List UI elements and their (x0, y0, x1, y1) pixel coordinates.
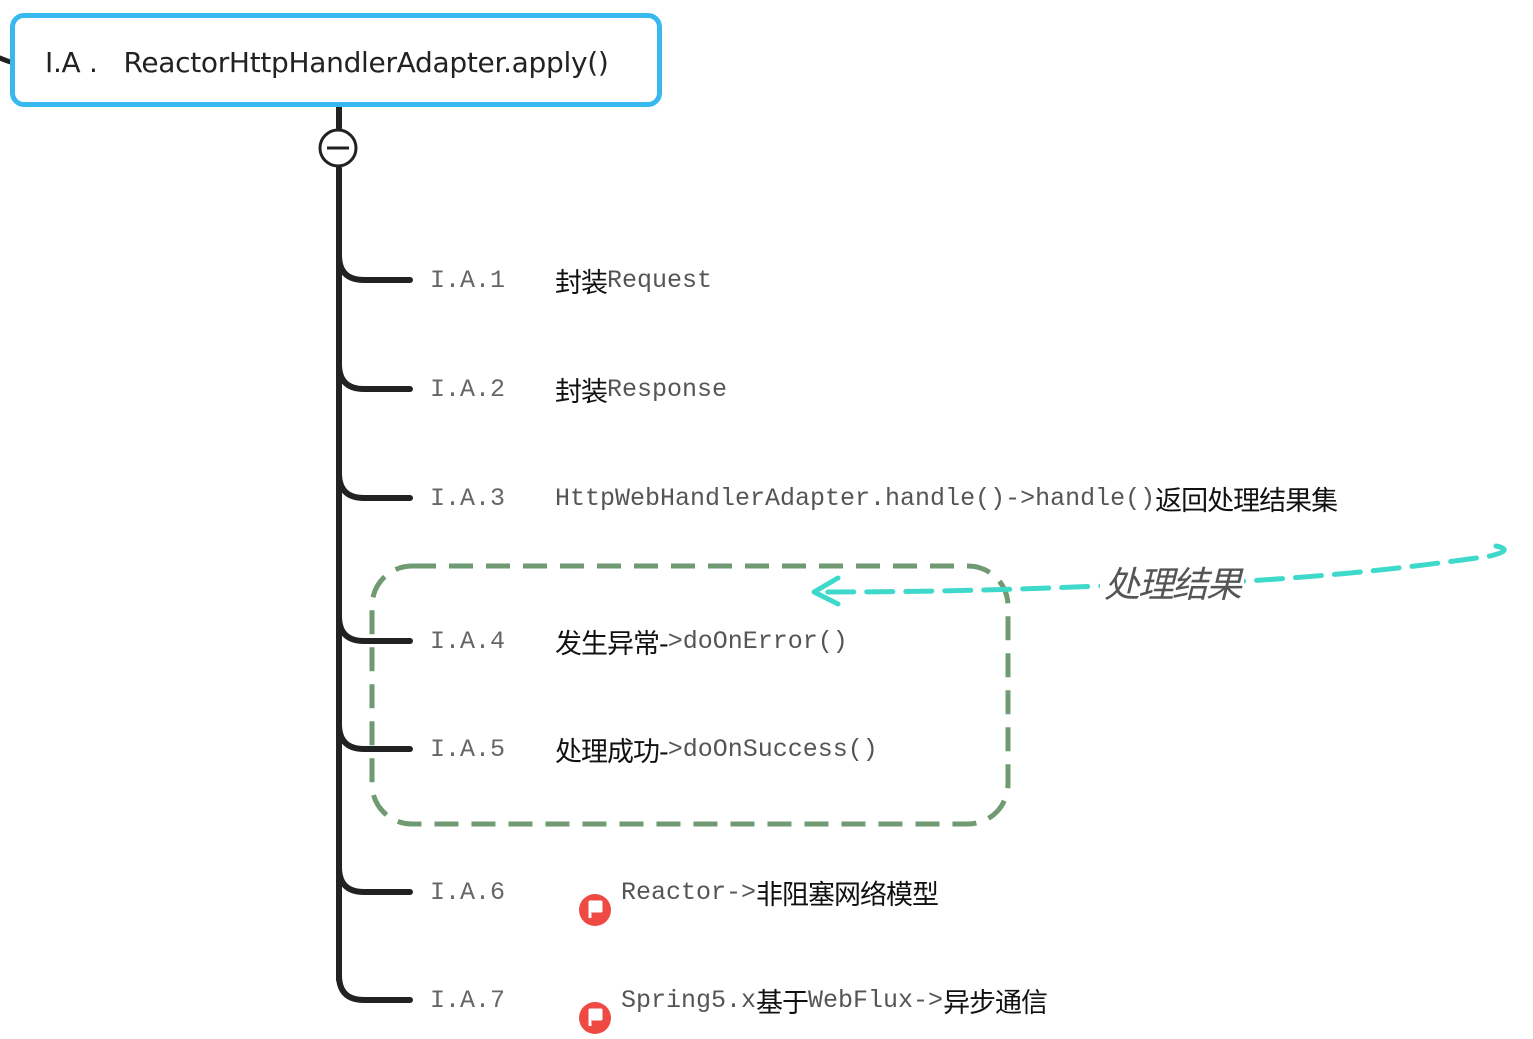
child-topic-5[interactable]: I.A.5 处理成功- >doOnSuccess() (430, 729, 878, 769)
root-title: ReactorHttpHandlerAdapter.apply() (123, 46, 609, 79)
child-index: I.A.6 (430, 877, 506, 907)
child-code: Spring5.x (621, 985, 757, 1015)
child-topic-3[interactable]: I.A.3 HttpWebHandlerAdapter.handle()->ha… (430, 478, 1338, 518)
root-topic-node[interactable]: I.A . ReactorHttpHandlerAdapter.apply() (10, 13, 662, 107)
child-code: Request (607, 265, 713, 295)
red-flag-icon (555, 876, 611, 926)
branch-line-3 (336, 470, 413, 501)
child-topic-2[interactable]: I.A.2 封装 Response (430, 369, 727, 409)
root-index: I.A . (45, 46, 98, 79)
child-code: HttpWebHandlerAdapter.handle()->handle() (555, 483, 1156, 513)
child-text: 处理成功- (555, 736, 669, 768)
child-topic-7[interactable]: I.A.7 Spring5.x 基于 WebFlux-> 异步通信 (430, 980, 1048, 1034)
child-code: >doOnError() (667, 626, 848, 656)
child-code: WebFlux-> (808, 985, 944, 1015)
child-text: 基于 (756, 987, 809, 1019)
child-text: 返回处理结果集 (1155, 485, 1338, 517)
child-text: 封装 (555, 267, 608, 299)
branch-line-7 (336, 972, 413, 1003)
child-code: Reactor-> (621, 877, 757, 907)
child-index: I.A.3 (430, 483, 506, 513)
child-index: I.A.7 (430, 985, 506, 1015)
annotation-arrow-line (822, 543, 1507, 595)
child-topic-6[interactable]: I.A.6 Reactor-> 非阻塞网络模型 (430, 872, 939, 926)
root-topic-label: I.A . ReactorHttpHandlerAdapter.apply() (45, 46, 609, 79)
branch-line-1 (336, 252, 413, 283)
collapse-icon[interactable] (318, 128, 358, 168)
group-boundary (369, 563, 1011, 827)
child-index: I.A.5 (430, 734, 506, 764)
child-index: I.A.4 (430, 626, 506, 656)
child-index: I.A.1 (430, 265, 506, 295)
child-text: 非阻塞网络模型 (756, 879, 939, 911)
red-flag-icon (555, 984, 611, 1034)
branch-line-2 (336, 361, 413, 392)
branch-line-4 (336, 613, 413, 644)
child-text: 发生异常- (555, 628, 669, 660)
annotation-arrowhead (811, 575, 841, 607)
branch-line-6 (336, 864, 413, 895)
child-index: I.A.2 (430, 374, 506, 404)
child-code: >doOnSuccess() (667, 734, 878, 764)
child-text: 封装 (555, 376, 608, 408)
child-text: 异步通信 (943, 987, 1048, 1019)
annotation-label[interactable]: 处理结果 (1100, 556, 1245, 608)
child-topic-1[interactable]: I.A.1 封装 Request (430, 260, 712, 300)
child-code: Response (607, 374, 728, 404)
branch-line-5 (336, 721, 413, 752)
child-topic-4[interactable]: I.A.4 发生异常- >doOnError() (430, 621, 848, 661)
